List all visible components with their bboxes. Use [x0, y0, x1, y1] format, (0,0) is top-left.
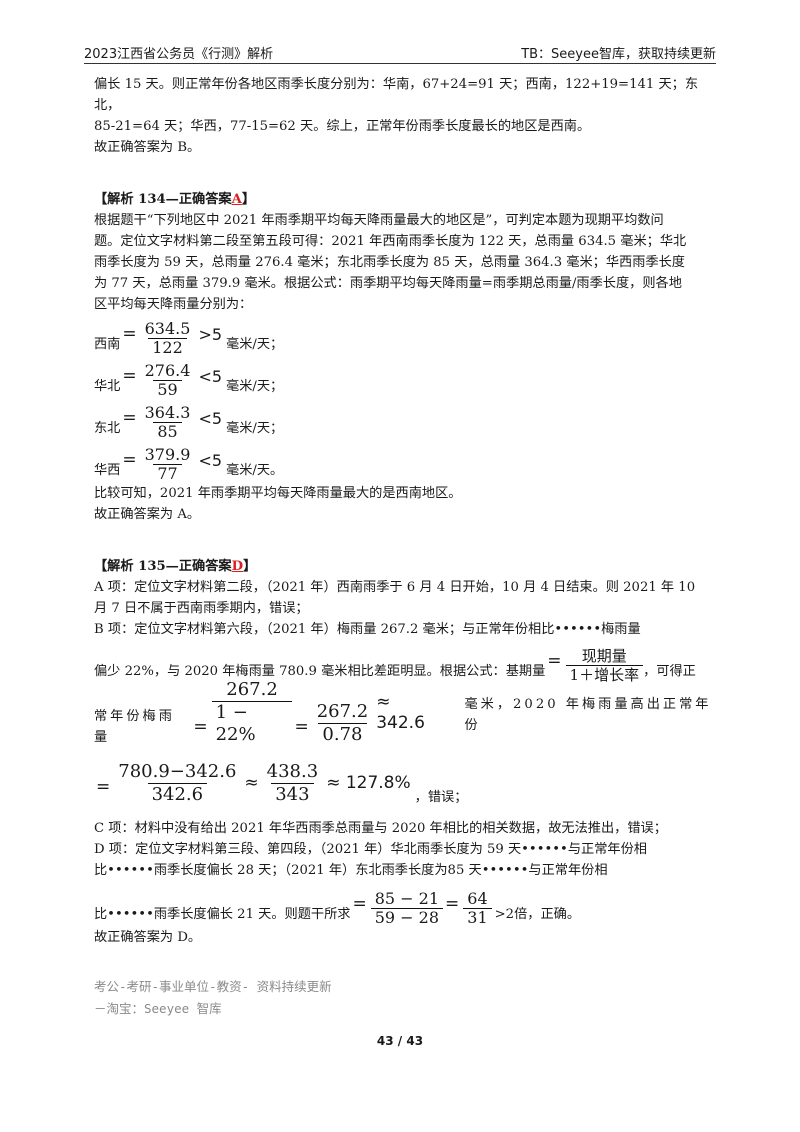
- intro-answer: 故正确答案为 B。: [94, 140, 201, 155]
- comparison: <5: [198, 367, 223, 386]
- section-135-answer: 故正确答案为 D。: [94, 930, 202, 945]
- answer-letter: A: [231, 192, 242, 207]
- equals-sign: =: [193, 717, 208, 737]
- comparison: >5: [198, 325, 223, 344]
- region-label: 华西: [94, 463, 121, 478]
- equals-sign: =: [122, 324, 137, 344]
- formula-row: 华北 = 276.4 59 <5 毫米/天；: [94, 357, 712, 399]
- equals-sign: =: [122, 366, 137, 386]
- intro-line: 偏长 15 天。则正常年份各地区雨季长度分别为：华南，67+24=91 天；西南…: [94, 77, 699, 113]
- equals-sign: =: [547, 651, 562, 671]
- header-divider: [84, 63, 716, 64]
- equals-sign: =: [352, 894, 367, 914]
- option-a-line: A 项：定位文字材料第二段，（2021 年）西南雨季于 6 月 4 日开始，10…: [94, 580, 696, 595]
- unit: 毫米/天；: [226, 379, 284, 394]
- paragraph-line: 根据题干“下列地区中 2021 年雨季期平均每天降雨量最大的地区是”，可判定本题…: [94, 213, 664, 228]
- conclusion: 比较可知，2021 年雨季期平均每天降雨量最大的是西南地区。: [94, 486, 462, 501]
- header-title: 2023江西省公务员《行测》解析: [84, 47, 274, 62]
- comparison: <5: [198, 409, 223, 428]
- paragraph-line: 雨季长度为 59 天，总雨量 276.4 毫米；东北雨季长度为 85 天，总雨量…: [94, 255, 685, 270]
- region-label: 东北: [94, 421, 121, 436]
- header-source: TB：Seeyee智库，获取持续更新: [521, 47, 716, 62]
- region-label: 华北: [94, 379, 121, 394]
- fraction: 438.3 343: [266, 761, 319, 805]
- paragraph-line: 为 77 天，总雨量 379.9 毫米。根据公式：雨季期平均每天降雨量=雨季期总…: [94, 276, 682, 291]
- page-number: 43 / 43: [376, 1034, 424, 1048]
- footer-note: 考公-考研-事业单位-教资- 资料持续更新 －淘宝：Seeyee 智库: [94, 976, 332, 1020]
- equals-sign: =: [122, 450, 137, 470]
- base-period-formula: 现期量 1＋增长率: [565, 647, 644, 684]
- option-d-line: D 项：定位文字材料第三段、第四段，（2021 年）华北雨季长度为 59 天••…: [94, 842, 647, 857]
- equals-sign: =: [122, 408, 137, 428]
- equals-sign: =: [294, 717, 309, 737]
- section-134-answer: 故正确答案为 A。: [94, 507, 201, 522]
- section-134-title: 【解析 134—正确答案A】: [94, 192, 256, 207]
- equals-sign: =: [96, 777, 111, 797]
- formula-row: 西南 = 634.5 122 >5 毫米/天；: [94, 315, 712, 357]
- option-c-line: C 项：材料中没有给出 2021 年华西雨季总雨量与 2020 年相比的相关数据…: [94, 821, 667, 836]
- formula-row: 东北 = 364.3 85 <5 毫米/天；: [94, 399, 712, 441]
- fraction: 64 31: [463, 890, 492, 927]
- section-135-title: 【解析 135—正确答案D】: [94, 559, 257, 574]
- option-b-line: B 项：定位文字材料第六段，（2021 年）梅雨量 267.2 毫米；与正常年份…: [94, 622, 641, 637]
- fraction: 267.2 0.78: [316, 701, 369, 745]
- option-b-growth-line: = 780.9−342.6 342.6 ≈ 438.3 343 ≈ 127.8%…: [96, 761, 468, 805]
- unit: 毫米/天；: [226, 337, 284, 352]
- footer-note-line: －淘宝：Seeyee 智库: [94, 1001, 222, 1016]
- document-body: 偏长 15 天。则正常年份各地区雨季长度分别为：华南，67+24=91 天；西南…: [94, 74, 712, 948]
- fraction: 276.4 59: [144, 361, 191, 399]
- option-d-formula-line: 比••••••雨季长度偏长 21 天。则题干所求 = 85 − 21 59 − …: [94, 889, 581, 927]
- option-a-line: 月 7 日不属于西南雨季期内，错误；: [94, 601, 309, 616]
- comparison: <5: [198, 451, 223, 470]
- paragraph-line: 区平均每天降雨量分别为：: [94, 297, 253, 312]
- option-b-calc-line: 常年份梅雨量 = 267.2 1 − 22% = 267.2 0.78 ≈ 34…: [94, 679, 712, 745]
- option-b-formula-line: 偏少 22%，与 2020 年梅雨量 780.9 毫米相比差距明显。根据公式：基…: [94, 647, 696, 684]
- equals-sign: =: [445, 894, 460, 914]
- page-header: 2023江西省公务员《行测》解析 TB：Seeyee智库，获取持续更新: [84, 40, 716, 62]
- fraction: 85 − 21 59 − 28: [370, 890, 444, 927]
- region-label: 西南: [94, 337, 121, 352]
- fraction: 379.9 77: [144, 445, 191, 483]
- fraction: 364.3 85: [144, 403, 191, 441]
- option-d-line: 比••••••雨季长度偏长 28 天；（2021 年）东北雨季长度为85 天••…: [94, 863, 608, 878]
- answer-letter: D: [231, 559, 244, 574]
- intro-line: 85-21=64 天；华西，77-15=62 天。综上，正常年份雨季长度最长的地…: [94, 119, 591, 134]
- fraction: 267.2 1 − 22%: [211, 679, 293, 746]
- fraction: 634.5 122: [144, 319, 191, 357]
- unit: 毫米/天。: [226, 463, 284, 478]
- footer-note-line: 考公-考研-事业单位-教资- 资料持续更新: [94, 979, 332, 994]
- unit: 毫米/天；: [226, 421, 284, 436]
- fraction: 780.9−342.6 342.6: [118, 761, 237, 805]
- paragraph-line: 题。定位文字材料第二段至第五段可得：2021 年西南雨季长度为 122 天，总雨…: [94, 234, 687, 249]
- formula-row: 华西 = 379.9 77 <5 毫米/天。: [94, 441, 712, 483]
